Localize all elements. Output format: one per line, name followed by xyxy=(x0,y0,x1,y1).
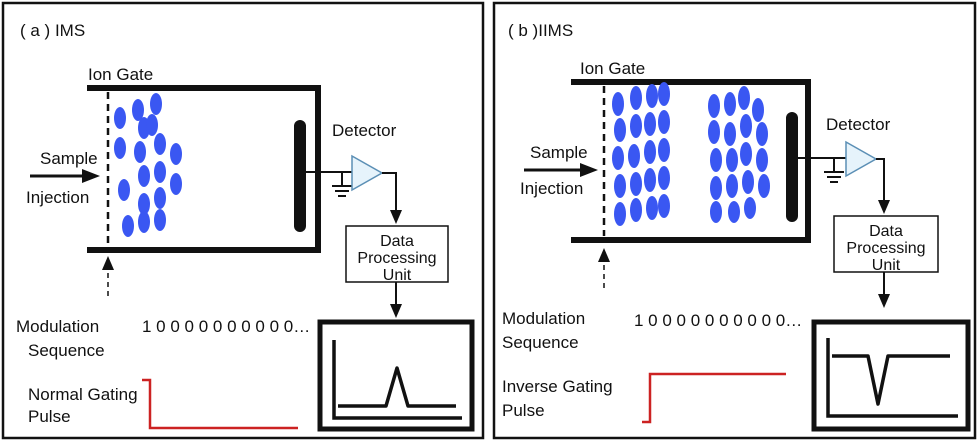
drift-tube xyxy=(87,85,321,253)
modulation-sequence-value: 1 0 0 0 0 0 0 0 0 0 0… xyxy=(142,317,310,336)
detector-wire xyxy=(798,157,846,172)
detector-label: Detector xyxy=(332,121,397,140)
gating-pulse-label-1: Normal Gating xyxy=(28,385,138,404)
gate-pointer-arrow xyxy=(598,248,610,288)
dpu-line-1: Data xyxy=(380,233,414,250)
sample-label: Sample xyxy=(40,149,98,168)
output-axes xyxy=(826,338,958,418)
sequence-label: Sequence xyxy=(502,333,579,352)
gating-pulse-label-2: Pulse xyxy=(502,401,545,420)
dpu-line-2: Processing xyxy=(357,250,436,267)
dpu-line-3: Unit xyxy=(383,267,412,284)
modulation-label: Modulation xyxy=(16,317,99,336)
output-signal-peak xyxy=(338,366,456,408)
output-signal-dip xyxy=(832,354,950,406)
ion-cloud-left xyxy=(612,82,670,226)
panel-a-title: ( a ) IMS xyxy=(20,21,85,40)
output-screen xyxy=(811,319,971,432)
normal-gating-pulse-trace xyxy=(142,378,298,430)
inverse-gating-pulse-trace xyxy=(642,372,786,424)
ion-cloud-right xyxy=(708,86,770,223)
dpu-to-screen-arrow xyxy=(390,282,402,318)
output-axes xyxy=(332,340,462,420)
ground-icon xyxy=(332,185,352,197)
data-processing-unit-box xyxy=(345,225,449,283)
injection-arrow xyxy=(30,169,100,183)
sequence-label: Sequence xyxy=(28,341,105,360)
ion-gate-label: Ion Gate xyxy=(88,65,153,84)
gate-pointer-arrow xyxy=(102,256,114,296)
dpu-to-screen-arrow xyxy=(878,272,890,308)
drift-tube xyxy=(571,79,811,243)
modulation-label: Modulation xyxy=(502,309,585,328)
injection-arrow xyxy=(524,163,598,177)
dpu-line-3: Unit xyxy=(872,257,901,274)
injection-label: Injection xyxy=(26,188,89,207)
gating-pulse-label-1: Inverse Gating xyxy=(502,377,613,396)
amp-to-dpu-arrow xyxy=(382,172,402,224)
detector-plate xyxy=(786,112,798,222)
panel-b: ( b )IIMS Ion Gate Detector Sample Injec… xyxy=(492,1,977,440)
data-processing-unit-box xyxy=(833,215,939,273)
triangle-amplifier-icon xyxy=(845,140,878,178)
ion-gate-label: Ion Gate xyxy=(580,59,645,78)
ground-icon xyxy=(824,171,844,183)
sample-label: Sample xyxy=(530,143,588,162)
modulation-sequence-value: 1 0 0 0 0 0 0 0 0 0 0… xyxy=(634,311,802,330)
dpu-line-2: Processing xyxy=(846,240,925,257)
injection-label: Injection xyxy=(520,179,583,198)
detector-plate xyxy=(294,120,306,232)
panel-b-title: ( b )IIMS xyxy=(508,21,573,40)
triangle-amplifier-icon xyxy=(351,154,384,192)
detector-label: Detector xyxy=(826,115,891,134)
gating-pulse-label-2: Pulse xyxy=(28,407,71,426)
ion-cloud xyxy=(114,93,182,237)
panel-a: ( a ) IMS Ion Gate Detector Sample Injec… xyxy=(1,1,485,440)
detector-wire xyxy=(306,171,352,186)
amp-to-dpu-arrow xyxy=(876,158,890,214)
dpu-line-1: Data xyxy=(869,223,903,240)
